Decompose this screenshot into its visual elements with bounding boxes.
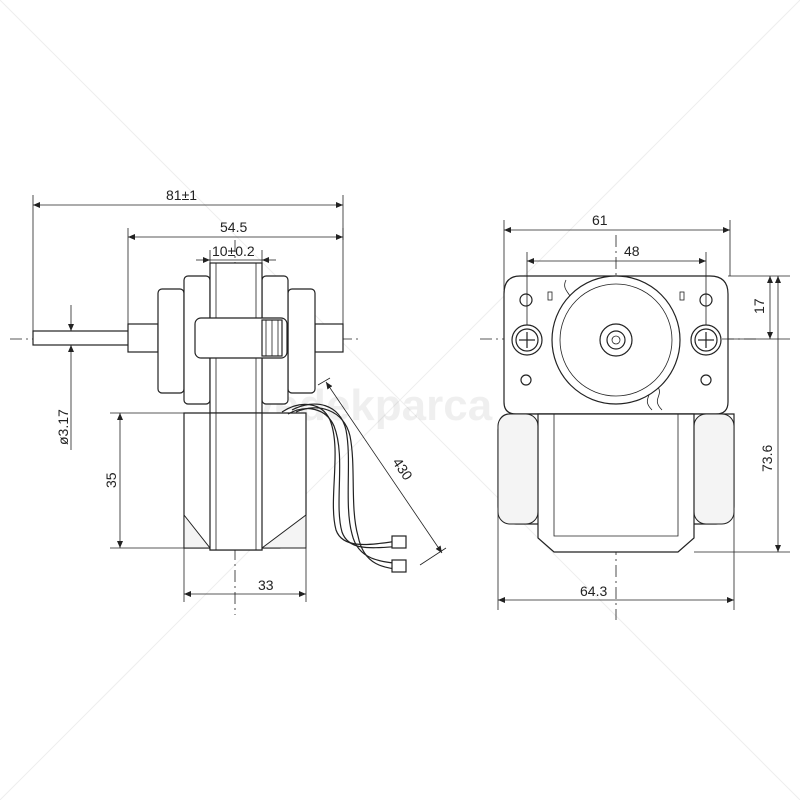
dim-overall-length: 81±1: [166, 187, 197, 203]
dim-body-length: 54.5: [220, 219, 247, 235]
front-view: 61 48 17 73.6 64.3: [480, 212, 790, 620]
screw-right-icon: [690, 324, 722, 356]
dim-shaft-diameter: ø3.17: [55, 409, 71, 445]
hole-top-left: [519, 293, 533, 307]
dim-hole-offset: 17: [751, 298, 767, 314]
shaft-collar-left: [127, 323, 159, 353]
coil-core-front: [537, 413, 695, 553]
dim-lead-length: 430: [390, 455, 416, 483]
dim-hole-spacing: 48: [624, 243, 640, 259]
dim-bottom-width: 64.3: [580, 583, 607, 599]
end-plate-right: [287, 288, 316, 394]
end-plate-left: [157, 288, 185, 394]
screw-left-icon: [511, 324, 543, 356]
dim-lower-width: 33: [258, 577, 274, 593]
dim-top-width: 61: [592, 212, 608, 228]
side-view: 81±1 54.5 10±0.2 ø3.17 35 33 4: [10, 187, 447, 615]
shaft-collar-right: [314, 323, 344, 353]
dim-center-width: 10±0.2: [212, 243, 255, 259]
dim-total-height: 73.6: [759, 445, 775, 472]
shaft: [32, 330, 132, 346]
dim-lower-height: 35: [103, 472, 119, 488]
